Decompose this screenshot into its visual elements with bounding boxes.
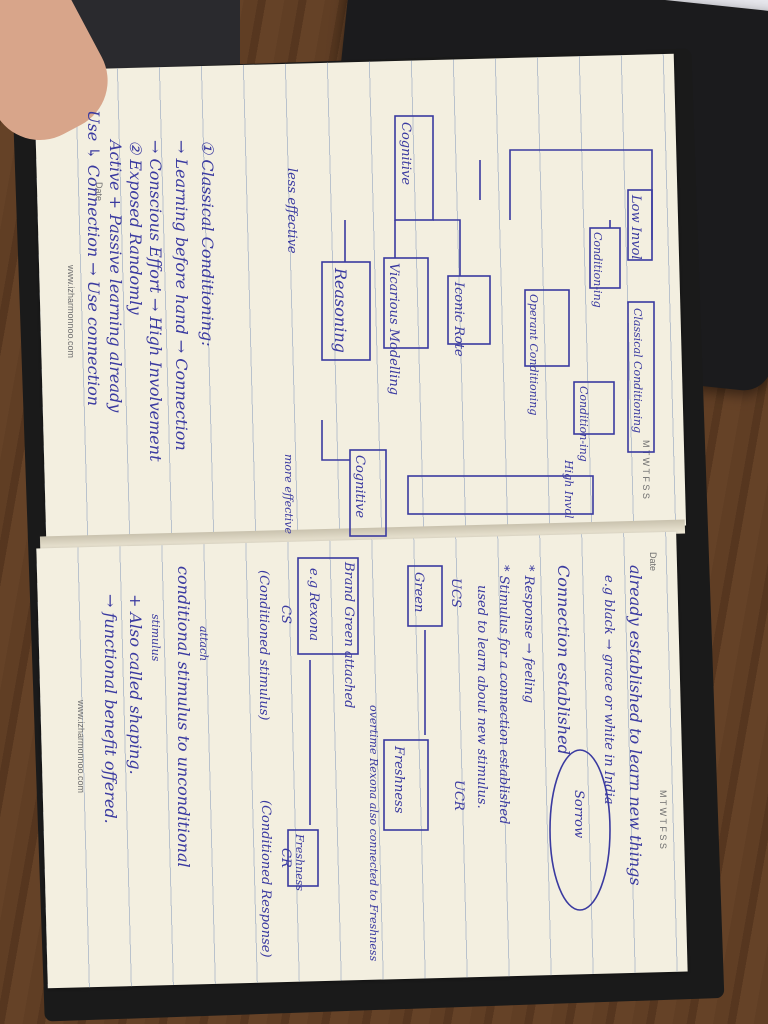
note-line: * Stimulus for a connection established: [496, 565, 511, 824]
note-line: → functional benefit offered.: [101, 594, 120, 824]
box-green: [407, 565, 443, 627]
box-conditioning-2: [573, 381, 615, 435]
label-eg-rexona: e.g Rexona: [306, 568, 321, 641]
box-reasoning: [321, 261, 371, 361]
label-reasoning: Reasoning: [331, 267, 350, 353]
label-ucs: UCS: [448, 578, 463, 608]
days-label-top: M T W T F S S: [641, 440, 651, 499]
website-bottom: www.izharmonnoo.com: [76, 699, 86, 793]
note-line: → Conscious Effort → High Involvement: [146, 140, 165, 462]
box-conditioning: [589, 227, 621, 289]
note-line: attach: [197, 626, 210, 661]
box-brand-green: [297, 557, 359, 655]
label-freshness: Freshness: [391, 745, 406, 814]
note-line: + Also called shaping.: [126, 594, 145, 775]
label-low-invol: Low Invol: [628, 194, 643, 260]
note-line: used to learn about new stimulus.: [474, 585, 489, 809]
label-conditioned-stimulus: (Conditioned stimulus): [256, 570, 271, 720]
note-line: overtime Rexona also connected to Freshn…: [367, 705, 380, 962]
box-cognitive-right: [349, 449, 387, 537]
label-classical-conditioning: Classical Conditioning: [631, 308, 644, 433]
note-line: Sorrow: [571, 790, 586, 838]
note-line: * Response → feeling: [521, 565, 536, 703]
note-line: ① Classical Conditioning:: [198, 140, 217, 347]
label-cs: CS: [278, 605, 293, 624]
box-freshness-2: [287, 829, 319, 887]
date-label-bottom: Date: [648, 552, 658, 571]
label-conditioning-2: Condition-ing: [577, 386, 590, 462]
note-line: already established to learn new things: [626, 565, 645, 886]
connector-line: [509, 149, 653, 240]
note-line: ② Exposed Randomly: [126, 140, 145, 315]
box-cognitive-left: [394, 115, 434, 221]
note-line: conditional stimulus to unconditional: [174, 566, 193, 868]
note-line: Use ↳ Connection → Use connection: [84, 110, 103, 406]
box-operant-conditioning: [524, 289, 570, 367]
note-line: Connection established: [554, 565, 573, 755]
box-iconic-rote: [447, 275, 491, 345]
label-conditioned-response: (Conditioned Response): [258, 800, 273, 958]
label-iconic-rote: Iconic Rote: [451, 281, 466, 357]
note-line: → Learning before hand → Connection: [172, 140, 191, 451]
label-vicarious-modelling: Vicarious Modelling: [386, 263, 401, 395]
connector-line: [321, 420, 350, 461]
box-freshness: [383, 739, 429, 831]
label-cognitive-left: Cognitive: [398, 122, 413, 185]
label-less-effective: less effective: [284, 168, 299, 254]
label-cr: CR: [278, 848, 293, 868]
days-label-bottom: M T W T F S S: [658, 790, 668, 849]
label-ucr: UCR: [451, 780, 466, 811]
label-high-invol: High Invol: [562, 459, 575, 519]
box-vicarious-modelling: [383, 257, 429, 349]
note-line: stimulus: [149, 614, 162, 662]
label-green: Green: [411, 572, 426, 612]
note-line: e.g black → grace or white in India: [601, 575, 616, 805]
label-more-effective: more effective: [282, 454, 295, 534]
sorrow-circle: [549, 749, 611, 911]
label-freshness-2: Freshness: [293, 833, 306, 891]
box-high-involvement-bar: [407, 475, 594, 515]
date-label-top: Date: [94, 182, 104, 201]
connector-line: [433, 219, 461, 276]
note-line: Active + Passive learning already: [106, 138, 125, 413]
label-brand-green: Brand Green attached: [341, 561, 356, 708]
label-cognitive-right: Cognitive: [352, 455, 367, 518]
label-operant-conditioning: Operant Conditioning: [527, 294, 540, 415]
box-classical-conditioning: [627, 301, 655, 453]
website-top: www.izharmonnoo.com: [66, 264, 76, 358]
label-conditioning: Condition-ing: [591, 232, 604, 308]
